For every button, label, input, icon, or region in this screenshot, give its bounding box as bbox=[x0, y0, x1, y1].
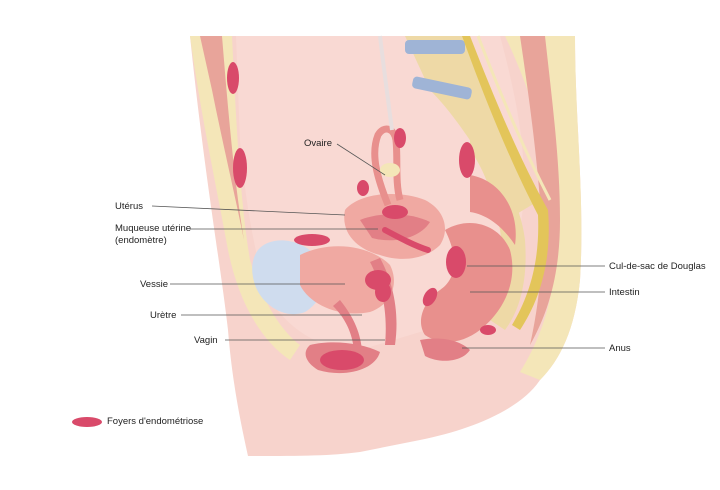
back-fat bbox=[505, 36, 582, 380]
bladder-wall bbox=[300, 246, 394, 314]
rectum bbox=[420, 222, 513, 342]
label-cul-de-sac: Cul-de-sac de Douglas bbox=[609, 261, 706, 272]
back-muscle bbox=[520, 36, 560, 345]
label-muqueuse-line1: Muqueuse utérine bbox=[115, 223, 192, 234]
leader-lines bbox=[151, 143, 605, 349]
label-muqueuse-line2: (endomètre) bbox=[115, 235, 167, 246]
abdominal-muscle bbox=[200, 36, 244, 240]
urethra bbox=[333, 300, 362, 350]
legend-label: Foyers d'endométriose bbox=[107, 416, 204, 427]
spine bbox=[405, 35, 552, 330]
sacrum bbox=[470, 140, 526, 330]
suspensory-ligament bbox=[378, 35, 394, 131]
intestine bbox=[470, 175, 516, 245]
label-ovaire: Ovaire bbox=[304, 138, 332, 149]
label-vagin: Vagin bbox=[194, 335, 218, 346]
label-uterus: Utérus bbox=[115, 201, 143, 212]
anus-area bbox=[420, 338, 470, 361]
label-vessie: Vessie bbox=[140, 279, 168, 290]
ovary bbox=[380, 163, 400, 177]
label-intestin: Intestin bbox=[609, 287, 640, 298]
label-anus: Anus bbox=[609, 343, 631, 354]
label-uretre: Urètre bbox=[150, 310, 177, 321]
endometriosis-foci bbox=[227, 62, 496, 370]
uterine-lining bbox=[360, 214, 430, 241]
legend-swatch bbox=[72, 417, 102, 427]
vagina bbox=[370, 258, 397, 345]
abdominal-fat-front bbox=[190, 36, 300, 360]
